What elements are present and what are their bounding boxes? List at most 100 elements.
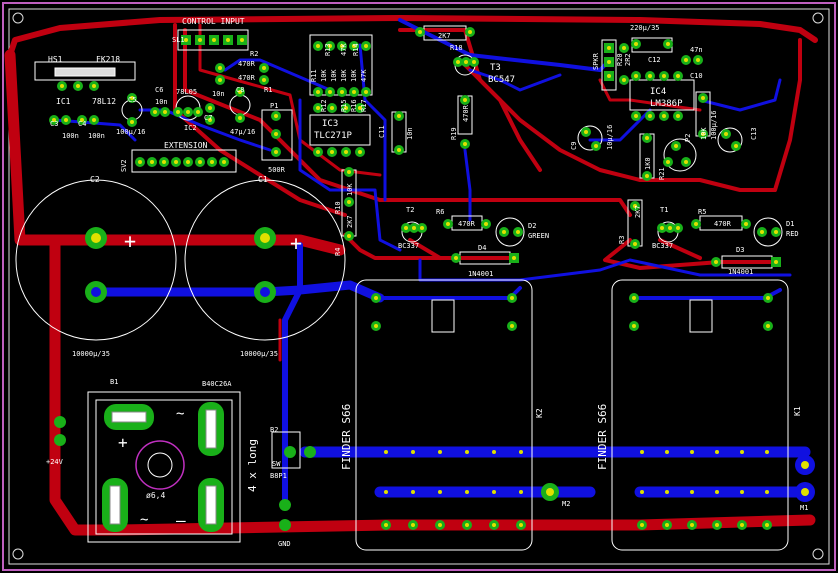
label-r10-val: 10K xyxy=(346,183,354,196)
pad-hole xyxy=(662,114,666,118)
label-r4-val: 2K7 xyxy=(346,215,354,228)
pad-gnd xyxy=(279,519,291,531)
label-r16: R16 xyxy=(350,99,358,112)
pad-hole xyxy=(347,234,351,238)
small-pads xyxy=(49,27,781,530)
label-c11-val: 10n xyxy=(406,127,414,140)
pad-hole xyxy=(516,230,520,234)
pad-hole xyxy=(411,450,415,454)
bridge-mount-hole xyxy=(147,452,173,478)
pad-hole xyxy=(130,96,134,100)
label-control-input: CONTROL INPUT xyxy=(182,17,245,26)
b2-switch-outline xyxy=(271,431,301,469)
label-b2: B2 xyxy=(270,426,278,434)
pad-hole xyxy=(701,132,705,136)
pad-hole xyxy=(226,38,230,42)
pad-hole xyxy=(774,260,778,264)
pad-hole xyxy=(512,256,516,260)
label-c10: C10 xyxy=(690,72,703,80)
pad-hole xyxy=(696,58,700,62)
label-ic3: IC3 xyxy=(322,119,338,129)
pad-hole xyxy=(645,174,649,178)
label-c1: C1 xyxy=(258,175,268,184)
pad-hole xyxy=(472,60,476,64)
pad-hole xyxy=(502,230,506,234)
label-c11: C11 xyxy=(378,125,386,138)
pad-hole xyxy=(316,44,320,48)
pad-hole xyxy=(364,44,368,48)
pad-hole xyxy=(328,44,332,48)
pad-hole xyxy=(411,523,415,527)
label-r18-val: 2K7 xyxy=(438,32,451,40)
label-r14-val: 47K xyxy=(340,43,348,56)
label-r10: R10 xyxy=(334,201,342,214)
label-c7: C7 xyxy=(204,114,212,122)
pad-hole xyxy=(666,160,670,164)
pad-hole xyxy=(404,226,408,230)
label-r4: R4 xyxy=(334,248,342,256)
label-hs1: HS1 xyxy=(48,55,63,64)
pad-hole xyxy=(347,170,351,174)
pad-b2-b xyxy=(304,446,316,458)
pad-hole xyxy=(765,450,769,454)
p2-outline xyxy=(663,138,697,172)
bridge-outline xyxy=(87,391,241,543)
label-c3: C3 xyxy=(50,120,58,128)
pad-hole xyxy=(262,78,266,82)
label-ic1: IC1 xyxy=(56,97,71,106)
pad-b2-a xyxy=(284,446,296,458)
label-r2-val: 470R xyxy=(238,60,256,68)
pad-hole xyxy=(374,296,378,300)
label-r20-val: 2R2 xyxy=(624,53,632,66)
pad-hole xyxy=(374,324,378,328)
label-r21: R21 xyxy=(658,167,666,180)
pad-hole xyxy=(418,30,422,34)
label-sl1: SL1 xyxy=(172,36,185,44)
pad-hole xyxy=(774,230,778,234)
c9-outline xyxy=(577,125,603,151)
pad-hole xyxy=(212,38,216,42)
label-r20: R20 xyxy=(616,53,624,66)
pad-24v-a xyxy=(54,416,66,428)
pad-hole xyxy=(330,106,334,110)
pad-hole xyxy=(384,490,388,494)
pad-hole xyxy=(607,46,611,50)
label-c1-plus: + xyxy=(290,231,302,255)
label-ic4: IC4 xyxy=(650,87,666,97)
pad-hole xyxy=(364,90,368,94)
relay-k2-outline xyxy=(355,279,533,551)
pad-hole xyxy=(492,450,496,454)
pad-hole xyxy=(92,118,96,122)
pad-hole xyxy=(632,296,636,300)
pad-hole xyxy=(184,38,188,42)
pad-hole xyxy=(240,38,244,42)
label-r11: R11 xyxy=(310,69,318,82)
pad-hole xyxy=(465,450,469,454)
label-c14-val: 10K xyxy=(700,127,708,140)
label-r1: R1 xyxy=(264,86,272,94)
label-c8-val: 47μ/16 xyxy=(230,128,255,136)
pad-hole xyxy=(64,118,68,122)
pad-hole xyxy=(358,106,362,110)
pad-hole xyxy=(676,226,680,230)
d2-led-outline xyxy=(495,217,525,247)
label-c6: C6 xyxy=(155,86,163,94)
label-k2: K2 xyxy=(535,408,544,418)
label-r5-val: 470R xyxy=(714,220,732,228)
pad-hole xyxy=(352,44,356,48)
label-r14: R14 xyxy=(352,43,360,56)
pad-hole xyxy=(633,242,637,246)
label-c5-val: 100μ/16 xyxy=(116,128,146,136)
label-p1: P1 xyxy=(270,102,278,110)
label-24v: +24V xyxy=(46,458,64,466)
pad-hole xyxy=(465,523,469,527)
label-t2: T2 xyxy=(406,206,414,214)
pad-hole xyxy=(218,78,222,82)
label-c13-val: 100μ/16 xyxy=(710,110,718,140)
bridge-mount-ring xyxy=(135,440,185,490)
relay-k2-coil xyxy=(431,299,455,333)
label-b2-part: SW xyxy=(272,460,281,468)
pad-hole xyxy=(632,324,636,328)
pad-hole xyxy=(633,204,637,208)
